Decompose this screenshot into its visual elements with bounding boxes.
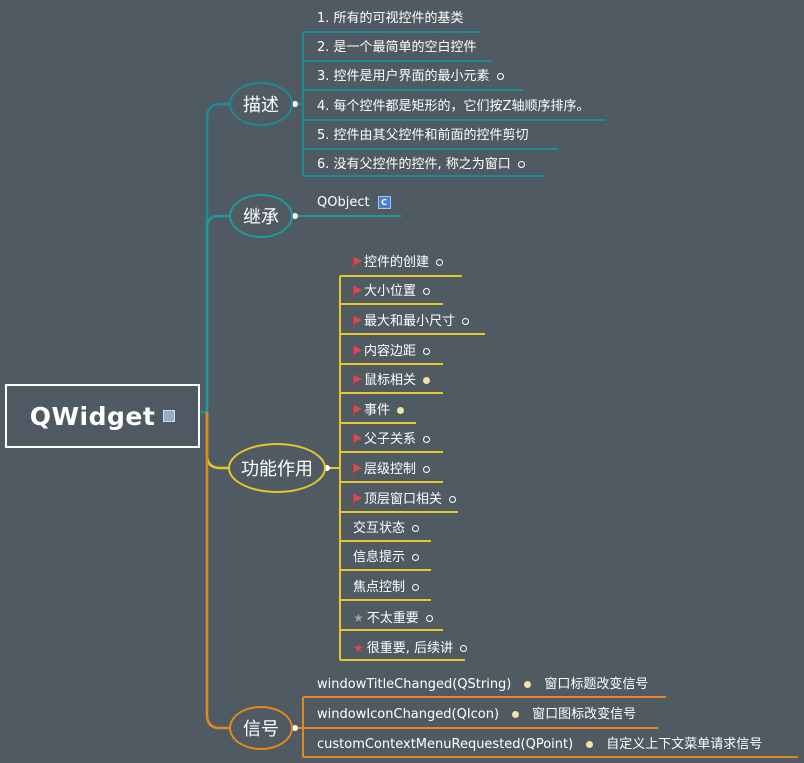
flag-icon [354,434,362,442]
note-indicator-icon[interactable] [412,554,420,561]
branch-description-label: 描述 [243,95,279,116]
list-item[interactable]: 父子关系 [353,432,431,448]
flag-icon [354,405,362,413]
list-item[interactable]: 顶层窗口相关 [353,492,457,508]
flag-icon [354,286,362,294]
red-star-icon: ★ [353,641,364,655]
list-item[interactable]: 最大和最小尺寸 [353,314,470,330]
signal-name: windowTitleChanged(QString) [317,677,512,692]
note-indicator-icon[interactable] [425,615,433,622]
signal-description: 窗口标题改变信号 [544,677,649,692]
signal-name: customContextMenuRequested(QPoint) [317,737,574,752]
note-indicator-icon[interactable] [462,318,470,325]
note-indicator-icon[interactable] [423,436,431,443]
list-item[interactable]: 5. 控件由其父控件和前面的控件剪切 [317,128,529,143]
note-indicator-icon[interactable] [397,407,405,414]
signal-description: 窗口图标改变信号 [532,707,637,722]
bullet-icon [586,741,594,748]
bullet-icon [524,681,532,688]
note-indicator-icon[interactable] [423,466,431,473]
list-item[interactable]: 内容边距 [353,344,431,360]
class-icon: C [377,196,391,209]
flag-icon [354,375,362,383]
list-item[interactable]: 事件 [353,403,405,419]
list-item[interactable]: 焦点控制 [353,580,420,596]
branch-features-label: 功能作用 [241,459,313,480]
note-indicator-icon[interactable] [436,259,444,266]
note-indicator-icon[interactable] [423,377,431,384]
branch-inheritance-label: 继承 [243,207,279,228]
list-item[interactable]: 层级控制 [353,462,431,478]
note-indicator-icon[interactable] [517,161,525,168]
list-item[interactable]: 控件的创建 [353,255,444,271]
note-indicator-icon[interactable] [412,525,420,532]
note-indicator-icon[interactable] [449,496,457,503]
flag-icon [354,494,362,502]
flag-icon [354,316,362,324]
note-indicator-icon[interactable] [496,73,504,80]
list-item[interactable]: 鼠标相关 [353,373,431,389]
list-item[interactable]: 1. 所有的可视控件的基类 [317,11,464,26]
signal-name: windowIconChanged(QIcon) [317,707,500,722]
list-item[interactable]: customContextMenuRequested(QPoint) 自定义上下文… [317,737,762,753]
list-item[interactable]: 3. 控件是用户界面的最小元素 [317,69,504,85]
list-item[interactable]: ★不太重要 [353,610,433,627]
note-icon [163,410,176,422]
list-item[interactable]: ★很重要, 后续讲 [353,640,468,657]
branch-signals[interactable]: 信号 [229,706,293,750]
list-item[interactable]: 大小位置 [353,284,431,300]
list-item[interactable]: windowIconChanged(QIcon) 窗口图标改变信号 [317,707,636,723]
list-item[interactable]: 交互状态 [353,521,420,537]
branch-inheritance[interactable]: 继承 [229,194,293,238]
note-indicator-icon[interactable] [423,288,431,295]
bullet-icon [512,711,520,718]
flag-icon [354,464,362,472]
root-label: QWidget [29,401,156,431]
flag-icon [354,257,362,265]
list-item[interactable]: 4. 每个控件都是矩形的，它们按Z轴顺序排序。 [317,99,590,114]
list-item[interactable]: windowTitleChanged(QString) 窗口标题改变信号 [317,677,648,693]
branch-signals-label: 信号 [243,719,279,740]
root-node[interactable]: QWidget [5,384,200,448]
list-item[interactable]: 信息提示 [353,550,420,566]
list-item[interactable]: 2. 是一个最简单的空白控件 [317,40,477,55]
note-indicator-icon[interactable] [460,645,468,652]
list-item[interactable]: 6. 没有父控件的控件, 称之为窗口 [317,157,525,173]
branch-description[interactable]: 描述 [229,82,293,126]
note-indicator-icon[interactable] [412,584,420,591]
branch-features[interactable]: 功能作用 [228,443,326,493]
flag-icon [354,346,362,354]
note-indicator-icon[interactable] [423,348,431,355]
grey-star-icon: ★ [353,611,364,625]
signal-description: 自定义上下文菜单请求信号 [606,737,763,752]
